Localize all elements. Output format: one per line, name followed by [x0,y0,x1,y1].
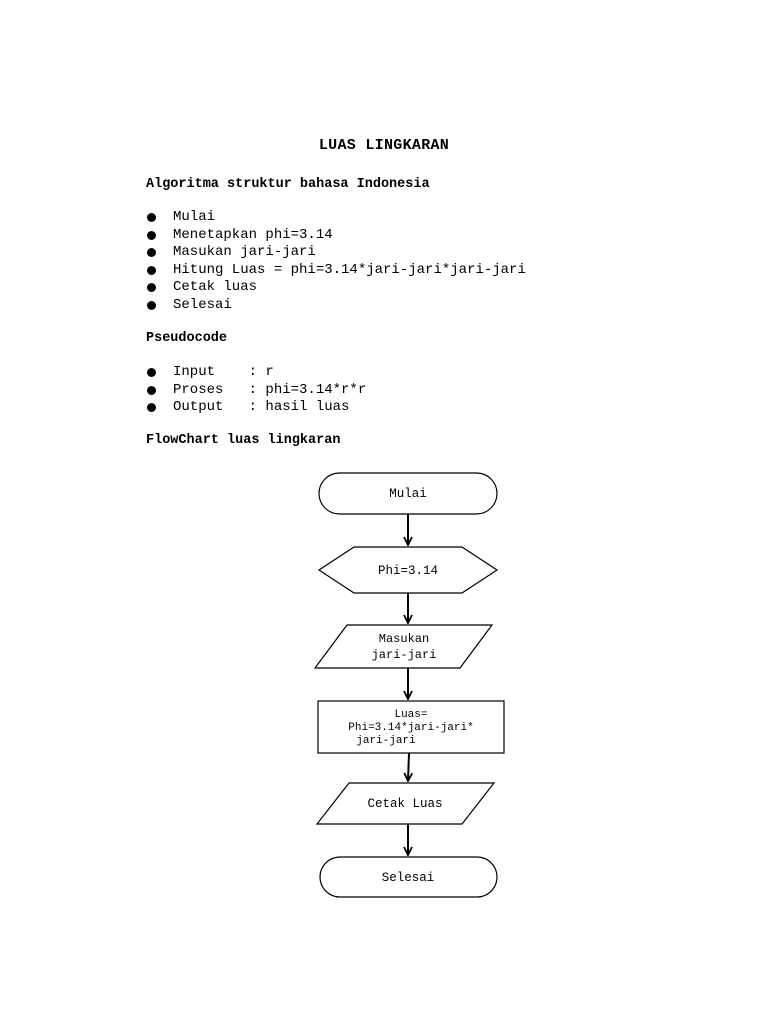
algorithm-item-text: Menetapkan phi=3.14 [173,226,333,243]
bullet-icon [147,265,156,275]
algorithm-item: Hitung Luas = phi=3.14*jari-jari*jari-ja… [146,262,526,280]
pseudocode-item-text: Input : r [173,364,274,380]
algorithm-item-text: Mulai [173,209,216,225]
algorithm-item: Mulai [146,209,526,227]
algorithm-item: Menetapkan phi=3.14 [146,227,526,245]
algorithm-heading: Algoritma struktur bahasa Indonesia [146,177,430,192]
process-label-line2: Phi=3.14*jari-jari* [348,722,473,734]
process-label-line3: jari-jari [356,735,416,747]
output-label: Cetak Luas [367,797,442,811]
prep-label: Phi=3.14 [378,564,438,578]
pseudocode-item: Proses : phi=3.14*r*r [146,382,366,400]
algorithm-item-text: Hitung Luas = phi=3.14*jari-jari*jari-ja… [173,261,526,278]
bullet-icon [147,230,156,240]
input-label-line1: Masukan [379,632,429,646]
start-label: Mulai [389,487,427,501]
output-parallelogram [315,782,496,825]
bullet-icon [147,248,156,257]
pseudocode-item-text: Proses : phi=3.14*r*r [173,381,367,398]
algorithm-item: Masukan jari-jari [146,244,526,262]
pseudocode-item: Output : hasil luas [146,399,366,417]
process-box [317,700,505,754]
algorithm-item-text: Masukan jari-jari [173,244,316,260]
algorithm-item-text: Selesai [173,296,232,313]
bullet-icon [147,368,156,377]
algorithm-item: Cetak luas [146,279,526,297]
bullet-icon [147,403,156,412]
pseudocode-item-text: Output : hasil luas [173,399,350,415]
pseudocode-heading: Pseudocode [146,331,228,346]
bullet-icon [147,283,156,292]
flowchart-heading: FlowChart luas lingkaran [146,433,341,448]
input-label-line2: jari-jari [372,648,437,662]
end-label: Selesai [382,871,435,885]
pseudocode-item: Input : r [146,364,366,382]
algorithm-item-text: Cetak luas [173,279,258,295]
bullet-icon [147,213,156,222]
bullet-icon [147,300,156,310]
prep-hexagon [317,546,499,594]
process-label-line1: Luas= [394,709,427,721]
end-terminator [319,856,498,898]
arrow-process-to-output [408,752,409,781]
bullet-icon [147,385,156,395]
page-title: LUAS LINGKARAN [318,137,450,154]
input-parallelogram [313,624,494,669]
algorithm-item: Selesai [146,297,526,315]
